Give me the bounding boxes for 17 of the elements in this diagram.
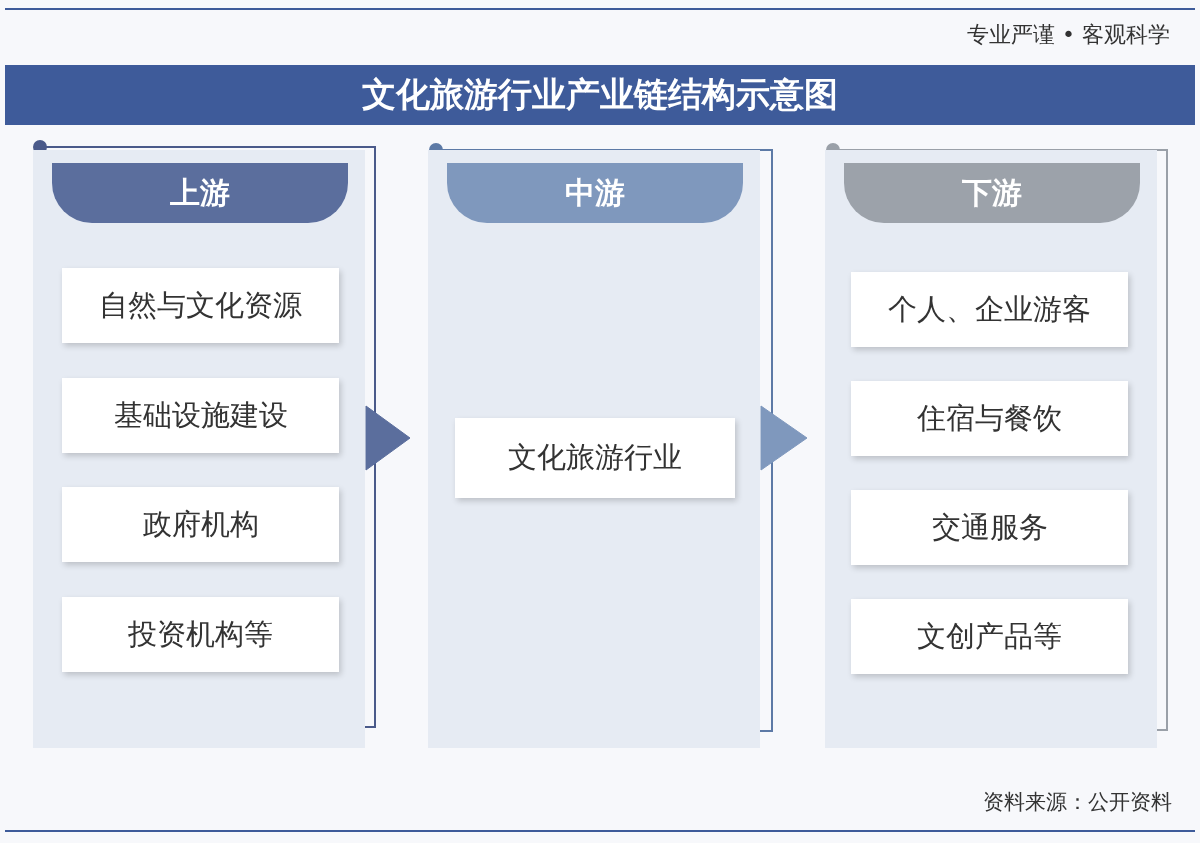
item-card: 自然与文化资源 bbox=[62, 268, 339, 343]
slogan-text: 专业严谨 • 客观科学 bbox=[967, 21, 1170, 49]
header-tab: 中游 bbox=[447, 163, 743, 223]
item-card: 政府机构 bbox=[62, 487, 339, 562]
item-card: 投资机构等 bbox=[62, 597, 339, 672]
item-card: 文化旅游行业 bbox=[455, 418, 735, 498]
header-tab: 上游 bbox=[52, 163, 348, 223]
chevron-arrow bbox=[760, 405, 808, 471]
item-card: 文创产品等 bbox=[851, 599, 1128, 674]
title-banner: 文化旅游行业产业链结构示意图 bbox=[5, 65, 1195, 125]
chevron-arrow bbox=[365, 405, 411, 471]
item-card: 基础设施建设 bbox=[62, 378, 339, 453]
source-note: 资料来源：公开资料 bbox=[983, 789, 1172, 816]
item-card: 住宿与餐饮 bbox=[851, 381, 1128, 456]
item-card: 个人、企业游客 bbox=[851, 272, 1128, 347]
header-tab: 下游 bbox=[844, 163, 1140, 223]
item-card: 交通服务 bbox=[851, 490, 1128, 565]
